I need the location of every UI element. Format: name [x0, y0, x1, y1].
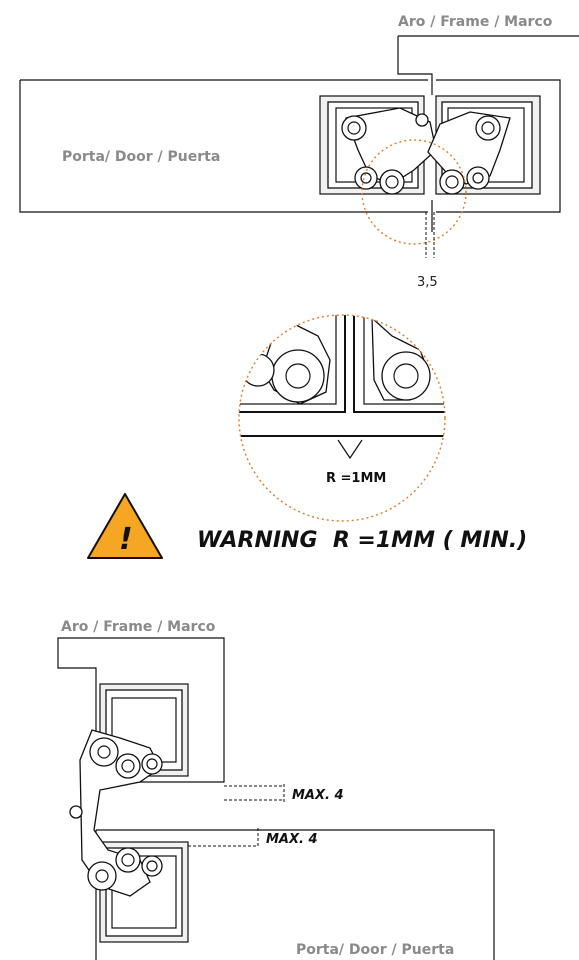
- warning-glyph: !: [119, 522, 133, 557]
- gap-dimension-label: 3,5: [417, 275, 438, 290]
- top-detail-circle: [361, 139, 467, 245]
- top-frame-outline: [397, 35, 579, 95]
- radius-pointer: [337, 439, 363, 460]
- warning-row: ! WARNING R =1MM ( MIN.): [87, 493, 527, 559]
- top-view-diagram: Aro / Frame / Marco Porta/ Door / Puerta: [19, 14, 579, 290]
- side-frame-label: Aro / Frame / Marco: [61, 619, 216, 635]
- top-hinge: [319, 95, 541, 195]
- warning-text: WARNING R =1MM ( MIN.): [197, 528, 527, 553]
- max-top-dimension: [224, 784, 285, 802]
- top-door-outline: [19, 79, 428, 213]
- side-door-label: Porta/ Door / Puerta: [296, 942, 454, 958]
- side-hinge-arms: [69, 729, 163, 897]
- top-frame-label: Aro / Frame / Marco: [398, 14, 553, 30]
- top-frame-body: [436, 79, 561, 213]
- max-bottom-dimension: [188, 828, 259, 848]
- detail-circle: [238, 314, 446, 522]
- max-bottom-label: MAX. 4: [266, 832, 318, 847]
- warning-triangle-icon: !: [87, 493, 163, 559]
- detail-view-diagram: R =1MM: [238, 314, 446, 522]
- side-view-diagram: Aro / Frame / Marco: [57, 619, 495, 960]
- radius-label: R =1MM: [326, 471, 386, 486]
- max-top-label: MAX. 4: [292, 788, 344, 803]
- top-door-label: Porta/ Door / Puerta: [62, 149, 220, 165]
- gap-dimension-lines: [425, 212, 435, 258]
